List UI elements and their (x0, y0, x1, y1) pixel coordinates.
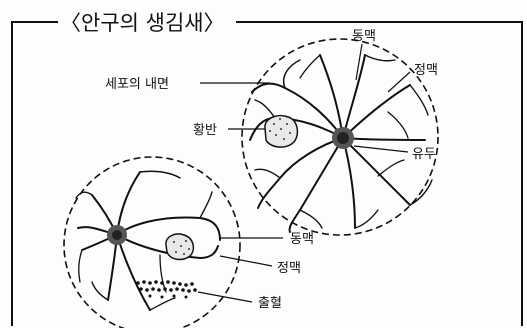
diseased-fundus (64, 157, 240, 328)
label-macula: 황반 (193, 123, 217, 138)
hemorrhage-spots (136, 280, 197, 298)
diseased-fundus-outline (64, 157, 240, 328)
label-inner-cell-surface: 세포의 내면 (105, 77, 169, 92)
label-hemorrhage: 출혈 (258, 296, 282, 311)
diseased-macula (166, 234, 193, 259)
label-vein-bottom: 정맥 (277, 261, 301, 276)
label-artery-top: 동맥 (352, 29, 376, 44)
diagram-title: 〈안구의 생김새〉 (60, 11, 225, 35)
label-artery-bottom: 동맥 (290, 232, 314, 247)
label-vein-top: 정맥 (414, 63, 438, 78)
label-optic-disc: 유두 (412, 147, 436, 162)
frame-border (12, 22, 522, 326)
normal-fundus (242, 39, 438, 235)
